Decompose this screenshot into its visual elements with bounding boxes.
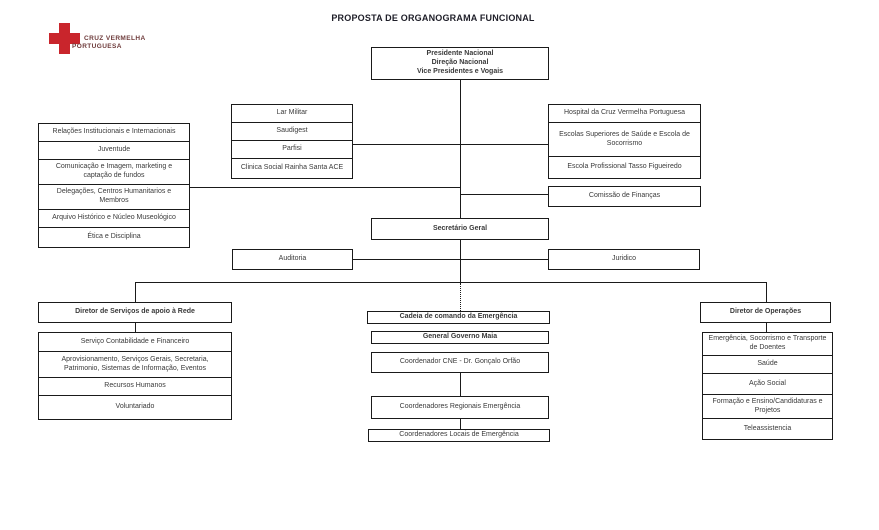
org-box-delegacoes-centros: Delegações, Centros Humanitarios e Membr… [38,184,190,210]
connector-auditoria-juridico [353,259,548,260]
org-box-coordenadores-locais: Coordenadores Locais de Emergência [368,429,550,442]
connector-center-to-comissao [460,194,548,195]
connector-farleft-to-center [190,187,461,188]
org-box-hospital-cvp: Hospital da Cruz Vermelha Portuguesa [548,104,701,123]
org-box-comunicacao-imagem: Comunicação e Imagem, marketing e captaç… [38,159,190,185]
org-box-escola-profissional: Escola Profissional Tasso Figueiredo [548,156,701,179]
org-box-arquivo-historico: Arquivo Histórico e Núcleo Museológico [38,209,190,228]
org-box-juridico: Juridico [548,249,700,270]
connector-cne-to-regionais [460,372,461,396]
org-box-aprovisionamento: Aprovisionamento, Serviços Gerais, Secre… [38,351,232,378]
org-box-saude: Saúde [702,355,833,374]
connector-to-diretor-servicos [135,282,136,302]
org-box-coordenadores-regionais: Coordenadores Regionais Emergência [371,396,549,419]
org-box-recursos-humanos: Recursos Humanos [38,377,232,396]
presidente-line2: Direção Nacional [431,59,489,67]
connector-diretor-operacoes-children [766,322,767,332]
connector-to-diretor-operacoes [766,282,767,302]
org-box-escolas-superiores: Escolas Superiores de Saúde e Escola de … [548,122,701,157]
logo-text-line2: PORTUGUESA [72,43,122,50]
connector-president-to-secretario [460,80,461,218]
org-box-general-governo-maia: General Governo Maia [371,331,549,344]
org-box-acao-social: Ação Social [702,373,833,395]
org-box-relacoes-institucionais: Relações Institucionais e Internacionais [38,123,190,142]
org-box-presidente-nacional: Presidente Nacional Direção Nacional Vic… [371,47,549,80]
org-box-voluntariado: Voluntariado [38,395,232,420]
org-box-cadeia-comando: Cadeia de comando da Emergência [367,311,550,324]
org-box-clinica-social: Clinica Social Rainha Santa ACE [231,158,353,179]
logo-text-line1: CRUZ VERMELHA [84,35,146,42]
cruz-vermelha-logo: CRUZ VERMELHA PORTUGUESA [48,22,178,56]
org-box-diretor-operacoes: Diretor de Operações [700,302,831,323]
org-box-juventude: Juventude [38,141,190,160]
org-box-diretor-servicos-rede: Diretor de Serviços de apoio à Rede [38,302,232,323]
red-cross-icon [49,33,80,44]
connector-diretor-servicos-children [135,322,136,332]
org-box-secretario-geral: Secretário Geral [371,218,549,240]
org-box-comissao-financas: Comissão de Finanças [548,186,701,207]
connector-secretario-down [460,240,461,282]
org-box-coordenador-cne: Coordenador CNE - Dr. Gonçalo Orfão [371,352,549,373]
org-box-parfisi: Parfisi [231,140,353,159]
presidente-line3: Vice Presidentes e Vogais [416,67,504,75]
org-box-lar-militar: Lar Militar [231,104,353,123]
connector-main-horizontal [135,282,767,283]
connector-dotted-to-cadeia [460,283,461,311]
connector-regionais-to-locais [460,418,461,429]
org-box-etica-disciplina: Ética e Disciplina [38,227,190,248]
presidente-line1: Presidente Nacional [426,50,494,58]
page-title: PROPOSTA DE ORGANOGRAMA FUNCIONAL [331,13,535,23]
org-box-teleassistencia: Teleassistencia [702,418,833,440]
org-box-formacao-ensino: Formação e Ensino/Candidaturas e Projeto… [702,394,833,419]
org-box-servico-contabilidade: Serviço Contabilidade e Financeiro [38,332,232,352]
org-box-saudigest: Saudigest [231,122,353,141]
org-box-auditoria: Auditoria [232,249,353,270]
org-box-emergencia-socorrismo: Emergência, Socorrismo e Transporte de D… [702,332,833,356]
connector-larmilitar-hospital [353,144,548,145]
